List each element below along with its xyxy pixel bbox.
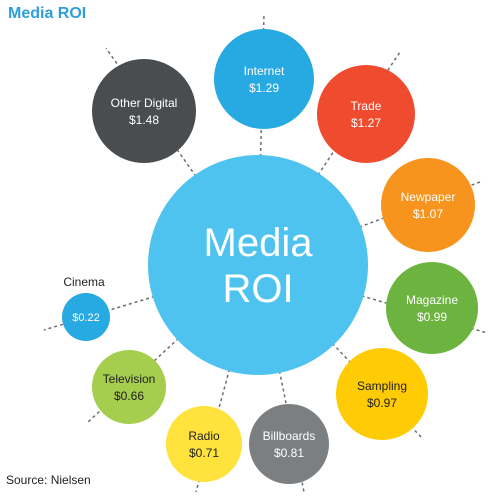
center-circle [148, 155, 368, 375]
bubble-name-cinema: Cinema [63, 275, 105, 289]
bubble-billboards: Billboards $0.81 [249, 404, 329, 484]
bubble-name-radio: Radio [188, 429, 220, 443]
bubble-circle-billboards [249, 404, 329, 484]
bubble-value-other-digital: $1.48 [129, 113, 159, 127]
bubble-value-trade: $1.27 [351, 116, 381, 130]
bubble-value-magazine: $0.99 [417, 310, 447, 324]
bubble-circle-cinema [62, 293, 110, 341]
bubble-circle-magazine [386, 262, 478, 354]
bubble-name-other-digital: Other Digital [111, 96, 178, 110]
bubble-cinema: Cinema $0.22 [62, 275, 110, 341]
bubble-trade: Trade $1.27 [317, 65, 415, 163]
bubble-name-billboards: Billboards [263, 429, 316, 443]
center-label-line1: Media [204, 221, 314, 265]
bubble-value-cinema: $0.22 [72, 312, 100, 324]
bubble-circle-newpaper [381, 158, 475, 252]
bubble-circle-other-digital [92, 59, 196, 163]
bubble-circle-internet [214, 29, 314, 129]
source-note: Source: Nielsen [6, 473, 91, 487]
bubble-circle-television [92, 350, 166, 424]
bubble-value-television: $0.66 [114, 389, 144, 403]
bubble-television: Television $0.66 [92, 350, 166, 424]
bubble-value-newpaper: $1.07 [413, 207, 443, 221]
bubble-sampling: Sampling $0.97 [336, 348, 428, 440]
bubble-value-internet: $1.29 [249, 81, 279, 95]
bubble-value-sampling: $0.97 [367, 396, 397, 410]
connector-cinema [43, 295, 155, 331]
bubble-name-trade: Trade [351, 99, 382, 113]
bubble-internet: Internet $1.29 [214, 29, 314, 129]
bubble-magazine: Magazine $0.99 [386, 262, 478, 354]
bubble-newpaper: Newpaper $1.07 [381, 158, 475, 252]
bubble-value-billboards: $0.81 [274, 446, 304, 460]
bubble-name-magazine: Magazine [406, 293, 458, 307]
bubble-circle-radio [166, 406, 242, 482]
bubble-name-sampling: Sampling [357, 379, 407, 393]
bubble-circle-sampling [336, 348, 428, 440]
page-title: Media ROI [8, 5, 87, 22]
bubble-radio: Radio $0.71 [166, 406, 242, 482]
bubble-circle-trade [317, 65, 415, 163]
bubble-name-television: Television [103, 372, 156, 386]
bubble-name-internet: Internet [244, 64, 285, 78]
bubble-value-radio: $0.71 [189, 446, 219, 460]
bubble-other-digital: Other Digital $1.48 [92, 59, 196, 163]
center-label-line2: ROI [222, 267, 293, 311]
center-bubble: Media ROI [148, 155, 368, 375]
bubble-name-newpaper: Newpaper [401, 190, 456, 204]
